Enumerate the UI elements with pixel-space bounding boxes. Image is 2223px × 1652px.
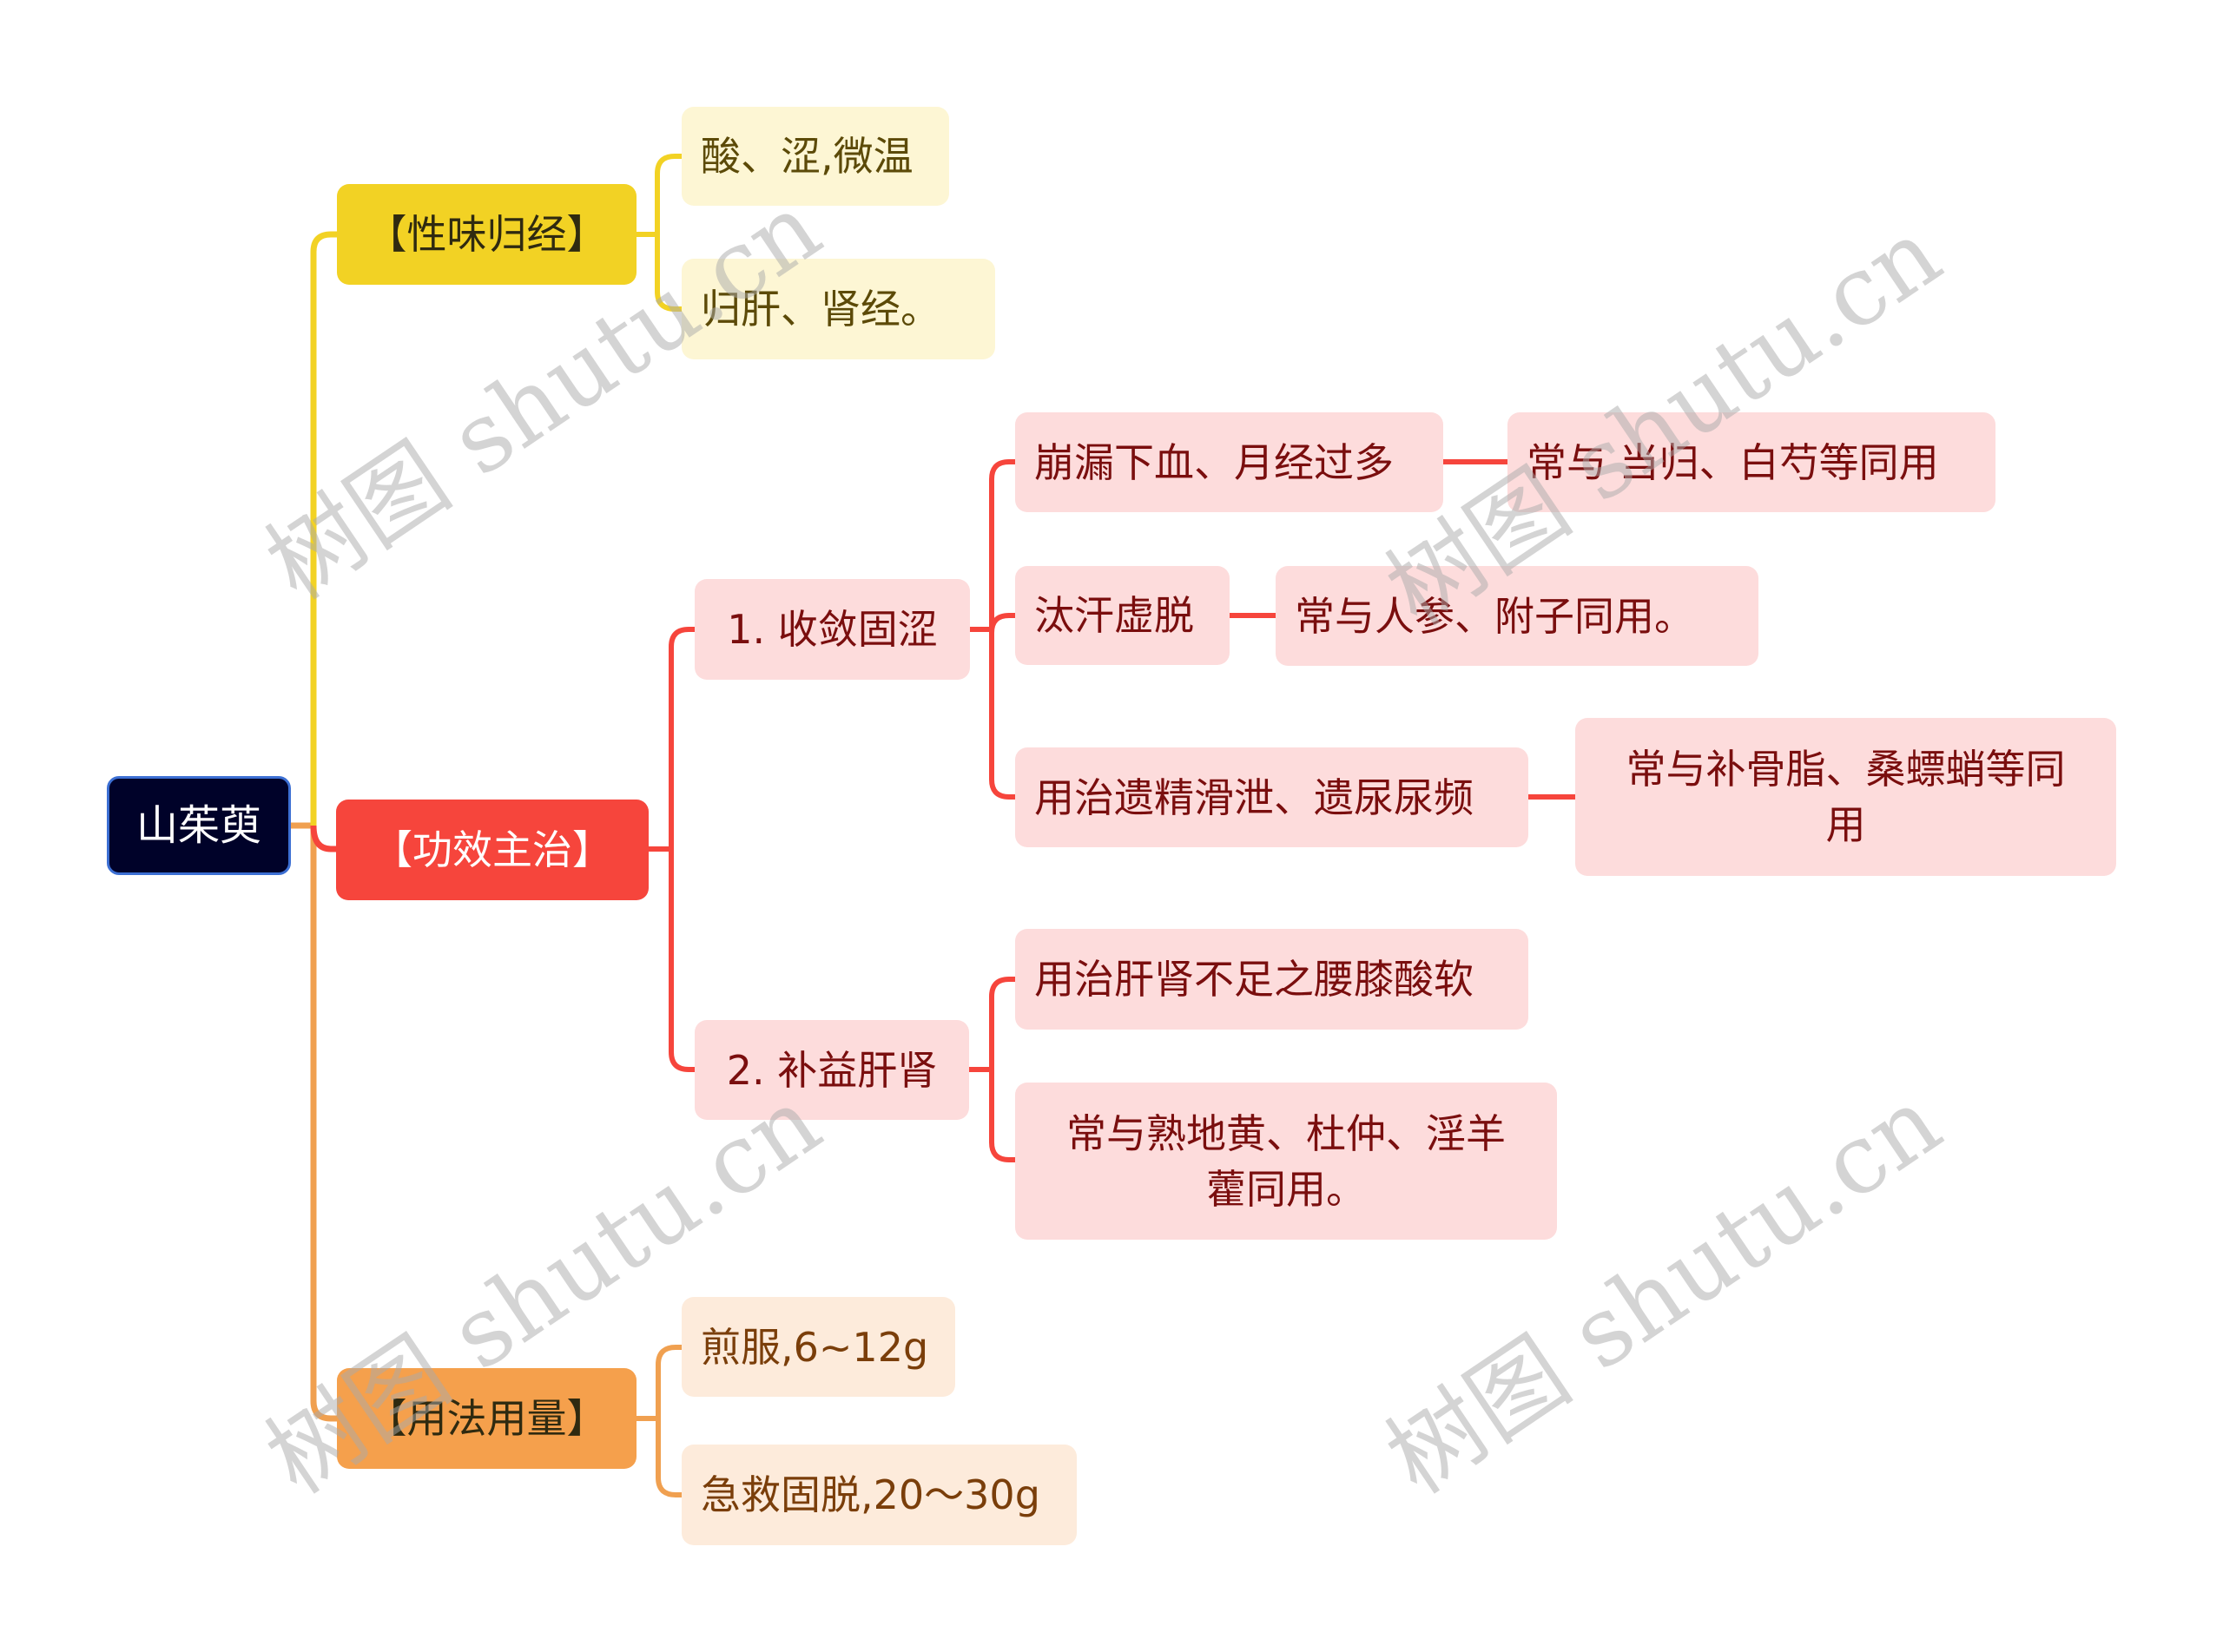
astringe-note-sweat[interactable]: 常与人参、附子同用。 xyxy=(1276,566,1758,666)
tonify-item-combination[interactable]: 常与熟地黄、杜仲、淫羊藿同用。 xyxy=(1015,1083,1557,1240)
usage-decoction[interactable]: 煎服,6~12g xyxy=(682,1297,955,1397)
tonify-item-weakness[interactable]: 用治肝肾不足之腰膝酸软 xyxy=(1015,929,1528,1030)
usage-decoction-label: 煎服,6~12g xyxy=(701,1323,929,1371)
astringe-note-label: 常与 当归、白芍等同用 xyxy=(1527,438,1939,486)
astringe-item-sweat[interactable]: 汰汗虚脱 xyxy=(1015,566,1230,665)
root-node[interactable]: 山茱萸 xyxy=(107,776,291,875)
branch-usage-label: 【用法用量】 xyxy=(366,1395,607,1442)
effect-astringe[interactable]: 1. 收敛固涩 xyxy=(695,579,970,680)
astringe-note-label: 常与人参、附子同用。 xyxy=(1295,592,1694,640)
root-label: 山茱萸 xyxy=(135,801,261,850)
branch-nature[interactable]: 【性味归经】 xyxy=(337,184,637,285)
effect-tonify[interactable]: 2. 补益肝肾 xyxy=(695,1020,969,1120)
astringe-item-label: 汰汗虚脱 xyxy=(1034,592,1194,639)
astringe-note-bleeding[interactable]: 常与 当归、白芍等同用 xyxy=(1507,412,1995,512)
tonify-item-label: 常与熟地黄、杜仲、淫羊藿同用。 xyxy=(1066,1109,1506,1213)
nature-meridian[interactable]: 归肝、肾经。 xyxy=(682,259,995,359)
astringe-note-label: 常与补骨脂、桑螵蛸等同用 xyxy=(1626,746,2066,848)
astringe-item-label: 用治遗精滑泄、遗尿尿频 xyxy=(1034,773,1474,821)
branch-effects[interactable]: 【功效主治】 xyxy=(336,800,649,900)
astringe-note-emission[interactable]: 常与补骨脂、桑螵蛸等同用 xyxy=(1575,718,2116,876)
astringe-item-bleeding[interactable]: 崩漏下血、月经过多 xyxy=(1015,412,1443,512)
branch-usage[interactable]: 【用法用量】 xyxy=(337,1368,637,1469)
tonify-item-label: 用治肝肾不足之腰膝酸软 xyxy=(1034,956,1474,1003)
effect-astringe-label: 1. 收敛固涩 xyxy=(727,606,938,653)
usage-emergency-label: 急救固脱,20～30g xyxy=(701,1471,1040,1518)
branch-nature-label: 【性味归经】 xyxy=(366,211,607,258)
nature-meridian-label: 归肝、肾经。 xyxy=(701,286,940,332)
astringe-item-emission[interactable]: 用治遗精滑泄、遗尿尿频 xyxy=(1015,747,1528,847)
usage-emergency[interactable]: 急救固脱,20～30g xyxy=(682,1445,1077,1545)
branch-effects-label: 【功效主治】 xyxy=(373,826,612,873)
nature-taste[interactable]: 酸、涩,微温 xyxy=(682,107,949,206)
astringe-item-label: 崩漏下血、月经过多 xyxy=(1034,438,1394,486)
effect-tonify-label: 2. 补益肝肾 xyxy=(726,1046,938,1094)
nature-taste-label: 酸、涩,微温 xyxy=(701,133,914,180)
